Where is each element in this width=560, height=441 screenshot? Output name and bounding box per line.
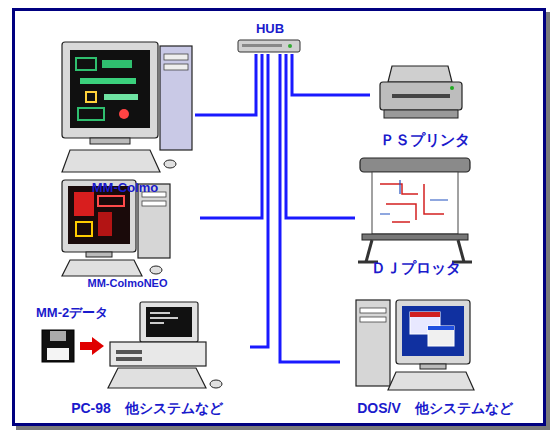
red-arrow-part [92, 337, 104, 355]
computer-node: MM-Colmo [55, 38, 195, 196]
network-cable [286, 54, 355, 218]
node-label: MM-ColmoNEO [87, 277, 167, 290]
data-label: MM-2データ [36, 304, 108, 322]
pc-98-computer-part [150, 312, 170, 314]
dos-v-computer-part [428, 326, 454, 346]
ps-printer-part [380, 82, 462, 110]
printer-node: ＰＳプリンタ [370, 58, 480, 148]
dj-plotter-part [360, 158, 470, 172]
dos-v-computer [356, 300, 474, 390]
pc-98-computer [108, 302, 222, 388]
mm-colmo-neo-computer-part [142, 201, 166, 206]
network-cable [200, 54, 262, 218]
mm-colmo-computer-part [70, 50, 150, 128]
mm-colmo-neo-computer [62, 180, 170, 276]
floppy-disk-part [42, 330, 74, 362]
node-label: PC-98 他システムなど [71, 400, 223, 416]
plotter-node: ＤＪプロッタ [355, 152, 477, 276]
mm-colmo-computer-part [102, 60, 132, 68]
pc-98-computer-part [108, 368, 206, 388]
mm-colmo-neo-computer-part [98, 196, 124, 206]
network-cable [195, 54, 256, 115]
mm-colmo-computer-part [164, 160, 176, 168]
mm-colmo-computer-part [160, 46, 192, 150]
dj-plotter-part [362, 234, 468, 240]
pc-98-computer-part [116, 357, 142, 361]
pc-98-computer-part [150, 322, 164, 324]
mm-colmo-neo-computer-part [62, 260, 142, 276]
pc-98-computer-part [150, 317, 178, 319]
dj-plotter-part [380, 184, 444, 222]
hub-box: HUB [234, 22, 306, 54]
mm-colmo-computer-part [78, 108, 104, 120]
mm-colmo-neo-computer-part [76, 222, 92, 236]
pc-98-computer-part [146, 307, 192, 337]
pc-98-computer-part [210, 380, 222, 388]
hub-device-part [238, 40, 300, 52]
pc-98-computer-part [110, 342, 206, 366]
mm-colmo-computer-part [104, 94, 138, 100]
network-cable [250, 54, 268, 347]
dos-v-computer-part [420, 364, 446, 369]
computer-node: DOS/V 他システムなど [340, 292, 530, 416]
ps-printer [380, 66, 462, 118]
mm-colmo-neo-computer-part [74, 192, 94, 216]
mm-colmo-neo-computer-part [150, 266, 162, 274]
ps-printer-part [384, 110, 458, 118]
mm-colmo-computer-part [164, 54, 188, 60]
dos-v-computer-part [410, 312, 440, 317]
mm-colmo-computer-part [62, 42, 158, 138]
node-label: DOS/V 他システムなど [357, 400, 513, 416]
floppy-disk-part [50, 331, 66, 341]
node-label: MM-Colmo [92, 181, 158, 196]
red-arrow [80, 337, 104, 355]
node-label: ＰＳプリンタ [380, 131, 470, 148]
ps-printer-part [450, 86, 454, 90]
network-cable [292, 54, 370, 95]
mm-colmo-computer-part [164, 64, 188, 70]
node-label: HUB [256, 22, 284, 37]
floppy-disk [42, 330, 74, 362]
dos-v-computer-part [360, 317, 386, 322]
pc-98-computer-part [140, 302, 198, 342]
network-cable [280, 54, 340, 362]
dj-plotter-part [380, 180, 448, 214]
mm-colmo-computer-part [80, 78, 136, 84]
pc-98-computer-part [116, 350, 142, 354]
dos-v-computer-part [356, 300, 390, 386]
dos-v-computer-part [388, 372, 474, 390]
hub-device-part [242, 44, 282, 47]
dos-v-computer-part [396, 300, 470, 364]
floppy-disk-part [47, 348, 69, 360]
hub-device-part [288, 44, 292, 48]
computer-node: MM-ColmoNEO [55, 176, 200, 290]
mm-colmo-computer [62, 42, 192, 172]
mm-colmo-neo-computer-part [138, 184, 170, 258]
dj-plotter-part [372, 172, 458, 234]
ps-printer-part [388, 66, 452, 82]
hub-device [238, 40, 300, 52]
node-label: ＤＪプロッタ [371, 259, 461, 276]
mm-colmo-computer-part [86, 92, 96, 102]
mm-colmo-neo-computer-part [98, 212, 112, 236]
mm-colmo-computer-part [119, 109, 129, 119]
dj-plotter [358, 158, 472, 262]
dos-v-computer-part [360, 308, 386, 313]
dos-v-computer-part [402, 306, 464, 356]
dos-v-computer-part [428, 326, 454, 330]
mm-colmo-computer-part [62, 150, 160, 172]
mm-colmo-neo-computer-part [86, 252, 112, 257]
ps-printer-part [392, 94, 450, 98]
red-arrow-part [80, 342, 92, 350]
dj-plotter-part [366, 240, 372, 262]
mm-colmo-computer-part [90, 138, 130, 144]
mm-colmo-computer-part [76, 58, 96, 70]
dj-plotter-part [458, 240, 464, 262]
